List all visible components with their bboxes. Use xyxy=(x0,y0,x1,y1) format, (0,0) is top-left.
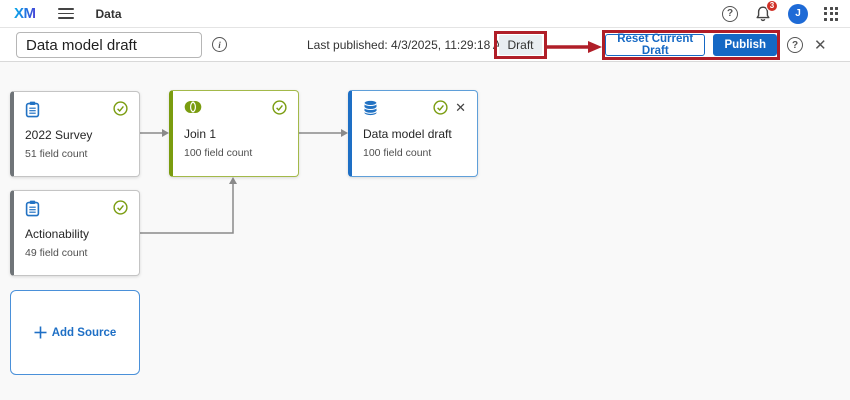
app-switcher-icon[interactable] xyxy=(824,6,838,21)
notifications-button[interactable]: 3 xyxy=(754,0,778,23)
source-node-2022-survey[interactable]: 2022 Survey 51 field count xyxy=(10,91,140,177)
last-published-text: Last published: 4/3/2025, 11:29:18 AM xyxy=(307,38,511,52)
valid-check-icon xyxy=(113,200,128,215)
help-icon[interactable]: ? xyxy=(787,37,803,53)
draft-status-badge: Draft xyxy=(499,35,542,55)
close-icon[interactable]: ✕ xyxy=(814,37,827,54)
info-icon[interactable]: i xyxy=(212,37,227,52)
output-node-data-model-draft[interactable]: ✕ Data model draft 100 field count xyxy=(348,90,478,177)
model-name-input[interactable]: Data model draft xyxy=(16,32,202,58)
database-icon xyxy=(363,100,378,116)
publish-button[interactable]: Publish xyxy=(713,34,777,56)
node-title: Join 1 xyxy=(184,127,217,141)
hamburger-menu-icon[interactable] xyxy=(57,8,74,19)
node-field-count: 100 field count xyxy=(363,147,432,159)
valid-check-icon xyxy=(433,100,448,115)
node-title: Data model draft xyxy=(363,127,452,141)
publish-annotation-box: Reset Current Draft Publish xyxy=(602,30,780,60)
node-field-count: 100 field count xyxy=(184,147,253,159)
remove-node-icon[interactable]: ✕ xyxy=(455,100,466,115)
join-venn-icon xyxy=(184,101,202,113)
bell-icon xyxy=(756,6,770,21)
model-toolbar: Data model draft i Last published: 4/3/2… xyxy=(0,28,850,62)
topbar-actions: ? 3 J xyxy=(722,0,838,24)
node-field-count: 51 field count xyxy=(25,148,88,160)
notification-count-badge: 3 xyxy=(766,0,778,12)
app-title: Data xyxy=(95,6,122,21)
node-title: 2022 Survey xyxy=(25,128,93,142)
add-source-button[interactable]: Add Source xyxy=(10,290,140,375)
annotation-arrow-icon xyxy=(547,41,602,53)
survey-clipboard-icon xyxy=(25,200,40,217)
draft-annotation-box: Draft xyxy=(494,31,547,59)
node-title: Actionability xyxy=(25,227,90,241)
data-model-canvas: 2022 Survey 51 field count Join 1 100 fi… xyxy=(0,62,850,400)
node-connectors xyxy=(140,129,348,234)
survey-clipboard-icon xyxy=(25,101,40,118)
add-source-label: Add Source xyxy=(51,326,117,339)
valid-check-icon xyxy=(113,101,128,116)
xm-logo[interactable]: XM xyxy=(14,5,36,22)
user-avatar[interactable]: J xyxy=(788,3,808,24)
valid-check-icon xyxy=(272,100,287,115)
reset-current-draft-button[interactable]: Reset Current Draft xyxy=(605,33,706,57)
join-node-join-1[interactable]: Join 1 100 field count xyxy=(169,90,299,177)
node-field-count: 49 field count xyxy=(25,247,88,259)
plus-icon xyxy=(34,326,47,339)
help-icon[interactable]: ? xyxy=(722,5,738,22)
source-node-actionability[interactable]: Actionability 49 field count xyxy=(10,190,140,276)
global-topbar: XM Data ? 3 J xyxy=(0,0,850,28)
